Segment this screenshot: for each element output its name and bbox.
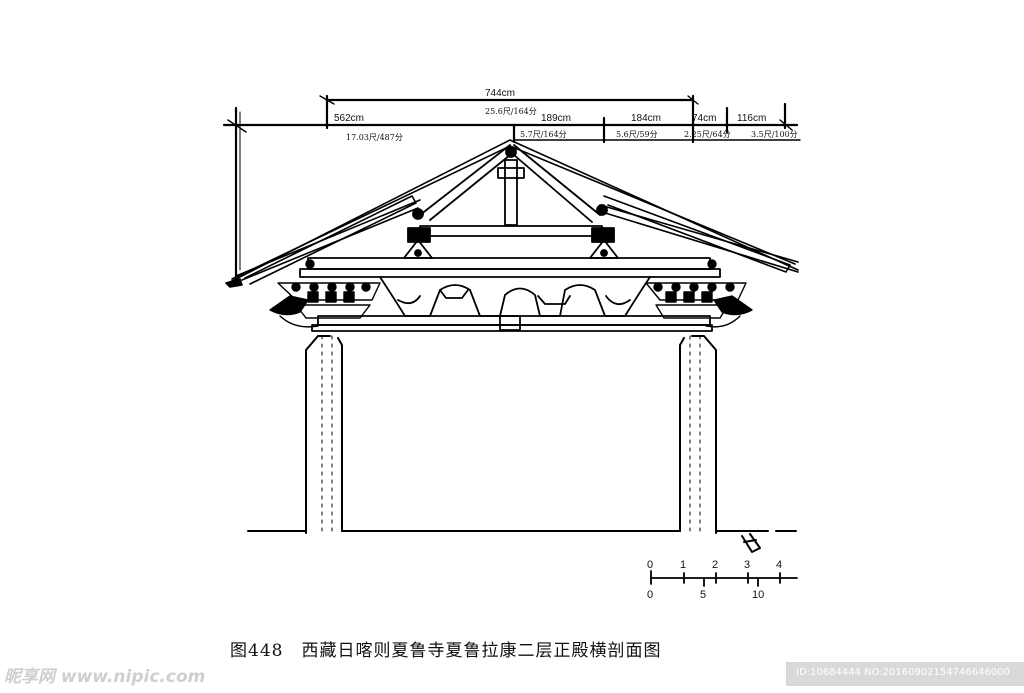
scale-bottom-tick-0: 0 (647, 589, 653, 601)
scale-top-tick-1: 1 (680, 559, 686, 571)
scale-bottom-tick-5: 5 (700, 589, 706, 601)
watermark-site: 昵享网 www.nipic.com (4, 667, 206, 687)
scale-top-tick-2: 2 (712, 559, 718, 571)
scale-top-tick-4: 4 (776, 559, 782, 571)
watermark-id: ID:10684444 NO:20160902154746646000 (796, 667, 1010, 678)
left-bracket-cluster (269, 282, 381, 328)
right-bracket-cluster (305, 259, 753, 328)
scale-top-tick-0: 0 (647, 559, 653, 571)
roof-truss (403, 144, 619, 259)
mid-span-label: 189cm (541, 113, 571, 124)
scale-bar (650, 570, 798, 587)
dimension-labels: 744cm 25.6尺/164分 562cm 17.03尺/487分 189cm… (334, 88, 798, 142)
top-span-ratio: 25.6尺/164分 (485, 107, 537, 116)
dimension-lines (222, 94, 801, 280)
scale-top-tick-3: 3 (744, 559, 750, 571)
right-span-ratio: 5.6尺/59分 (616, 130, 658, 139)
watermark-bar (786, 662, 1024, 686)
left-span-ratio: 17.03尺/487分 (346, 133, 403, 142)
scale-bottom-tick-10: 10 (752, 589, 764, 601)
eave-span-label: 74cm (692, 113, 716, 124)
outer-span-label: 116cm (737, 113, 766, 124)
mid-span-ratio: 5.7尺/164分 (520, 130, 567, 139)
walls (247, 335, 797, 553)
eave-span-ratio: 2.25尺/64分 (684, 130, 731, 139)
left-span-label: 562cm (334, 113, 364, 124)
bracket-arches (379, 276, 651, 331)
tie-beams (299, 257, 721, 332)
top-span-label: 744cm (485, 88, 515, 99)
scale-bar-labels: 0 1 2 3 4 0 5 10 (647, 559, 782, 601)
right-span-label: 184cm (631, 113, 661, 124)
outer-span-ratio: 3.5尺/100分 (751, 130, 798, 139)
figure-caption: 图448 西藏日喀则夏鲁寺夏鲁拉康二层正殿横剖面图 (230, 641, 662, 661)
